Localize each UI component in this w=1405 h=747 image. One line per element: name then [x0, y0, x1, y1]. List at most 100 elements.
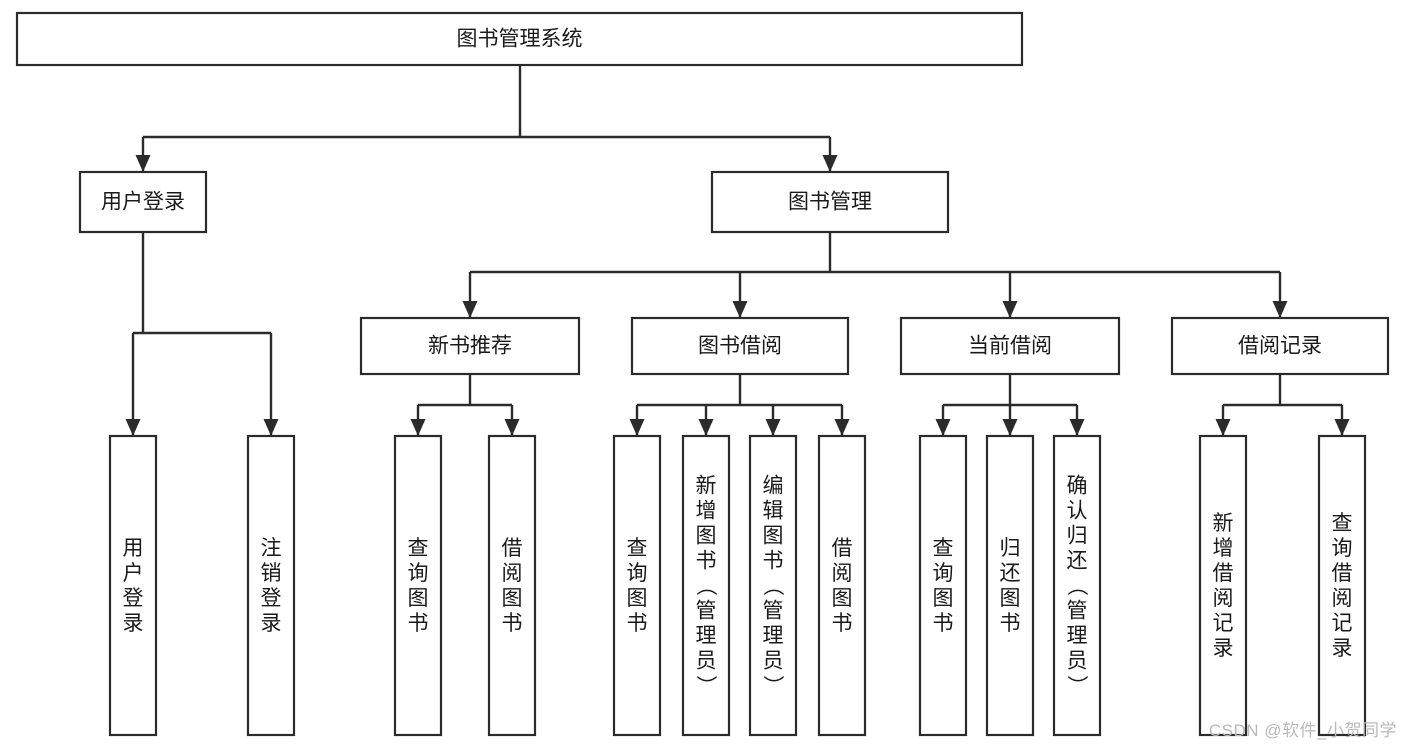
arrow-head-icon	[834, 419, 850, 436]
node-box[interactable]	[612, 434, 662, 737]
node-level3[interactable]: 新书推荐	[359, 316, 581, 376]
arrow-head-icon	[410, 419, 426, 436]
arrow-head-icon	[629, 419, 645, 436]
node-box[interactable]	[1052, 434, 1102, 737]
node-label-char: 书	[763, 550, 784, 573]
node-label-char: 阅	[832, 562, 853, 585]
connector-edge	[135, 65, 838, 172]
node-box[interactable]	[78, 170, 208, 234]
arrow-head-icon	[263, 419, 279, 436]
arrow-head-icon	[125, 419, 141, 436]
node-label-char: 录	[1332, 637, 1353, 660]
node-label-char: 借	[502, 537, 523, 560]
node-box[interactable]	[985, 434, 1035, 737]
node-label-char: 确	[1067, 475, 1088, 498]
node-box[interactable]	[630, 316, 850, 376]
node-box[interactable]	[710, 170, 950, 234]
node-box[interactable]	[1317, 434, 1367, 737]
node-level3[interactable]: 图书借阅	[630, 316, 850, 376]
arrow-head-icon	[135, 155, 151, 172]
node-label-char: 理	[696, 625, 717, 648]
node-label-char: 书	[1000, 612, 1021, 635]
node-label-char: 增	[1213, 537, 1234, 560]
node-label: 图书管理系统	[457, 28, 583, 51]
node-label-char: 理	[763, 625, 784, 648]
node-label-char: 编	[763, 475, 784, 498]
node-label-char: （	[694, 575, 717, 596]
node-label-char: 借	[1332, 562, 1353, 585]
node-label-char: 录	[261, 612, 282, 635]
node-label-char: 图	[627, 587, 648, 610]
node-label-char: 归	[1000, 537, 1021, 560]
node-label-char: 员	[1067, 650, 1088, 673]
node-label-char: 辑	[763, 500, 784, 523]
connector-edge	[125, 232, 279, 436]
connector-edge	[462, 232, 1288, 318]
arrow-head-icon	[1272, 301, 1288, 318]
node-box[interactable]	[1198, 434, 1248, 737]
node-label-char: 借	[1213, 562, 1234, 585]
node-level2[interactable]: 用户登录	[78, 170, 208, 234]
connector-edge	[1215, 374, 1350, 436]
node-box[interactable]	[817, 434, 867, 737]
node-label: 图书管理	[788, 191, 872, 214]
node-box[interactable]	[1170, 316, 1390, 376]
node-label-char: 询	[408, 562, 429, 585]
node-label-char: ）	[761, 675, 784, 696]
node-label: 借阅记录	[1238, 335, 1322, 358]
node-box[interactable]	[918, 434, 968, 737]
node-level3[interactable]: 借阅记录	[1170, 316, 1390, 376]
arrow-head-icon	[1002, 301, 1018, 318]
node-label-char: 记	[1213, 612, 1234, 635]
arrow-head-icon	[1334, 419, 1350, 436]
watermark-label: CSDN @软件_小贺同学	[1208, 721, 1397, 740]
node-box[interactable]	[359, 316, 581, 376]
node-label-char: ）	[694, 675, 717, 696]
node-box[interactable]	[899, 316, 1121, 376]
node-level3[interactable]: 当前借阅	[899, 316, 1121, 376]
node-label-char: 员	[696, 650, 717, 673]
node-box[interactable]	[393, 434, 443, 737]
arrow-head-icon	[765, 419, 781, 436]
arrow-head-icon	[504, 419, 520, 436]
node-label-char: 图	[1000, 587, 1021, 610]
node-label-char: 用	[123, 537, 144, 560]
connector-edge	[935, 374, 1085, 436]
node-label-char: 图	[502, 587, 523, 610]
node-label-char: 销	[261, 562, 282, 585]
node-label-char: （	[761, 575, 784, 596]
node-label-char: 书	[933, 612, 954, 635]
connector-edge	[629, 374, 850, 436]
node-label-char: （	[1065, 575, 1088, 596]
node-root[interactable]: 图书管理系统	[15, 11, 1024, 67]
node-box[interactable]	[246, 434, 296, 737]
node-label-char: 增	[696, 500, 717, 523]
node-label-char: 新	[696, 475, 717, 498]
node-box[interactable]	[487, 434, 537, 737]
node-label-char: 询	[933, 562, 954, 585]
arrow-head-icon	[822, 155, 838, 172]
node-level2[interactable]: 图书管理	[710, 170, 950, 234]
node-label-char: 书	[696, 550, 717, 573]
arrow-head-icon	[698, 419, 714, 436]
node-box[interactable]	[15, 11, 1024, 67]
node-box[interactable]	[748, 434, 798, 737]
node-box[interactable]	[108, 434, 158, 737]
node-leaf[interactable]: 用户登录	[108, 434, 158, 737]
node-label: 用户登录	[101, 191, 185, 214]
node-box[interactable]	[681, 434, 731, 737]
node-label-char: 管	[696, 600, 717, 623]
node-label-char: 新	[1213, 512, 1234, 535]
